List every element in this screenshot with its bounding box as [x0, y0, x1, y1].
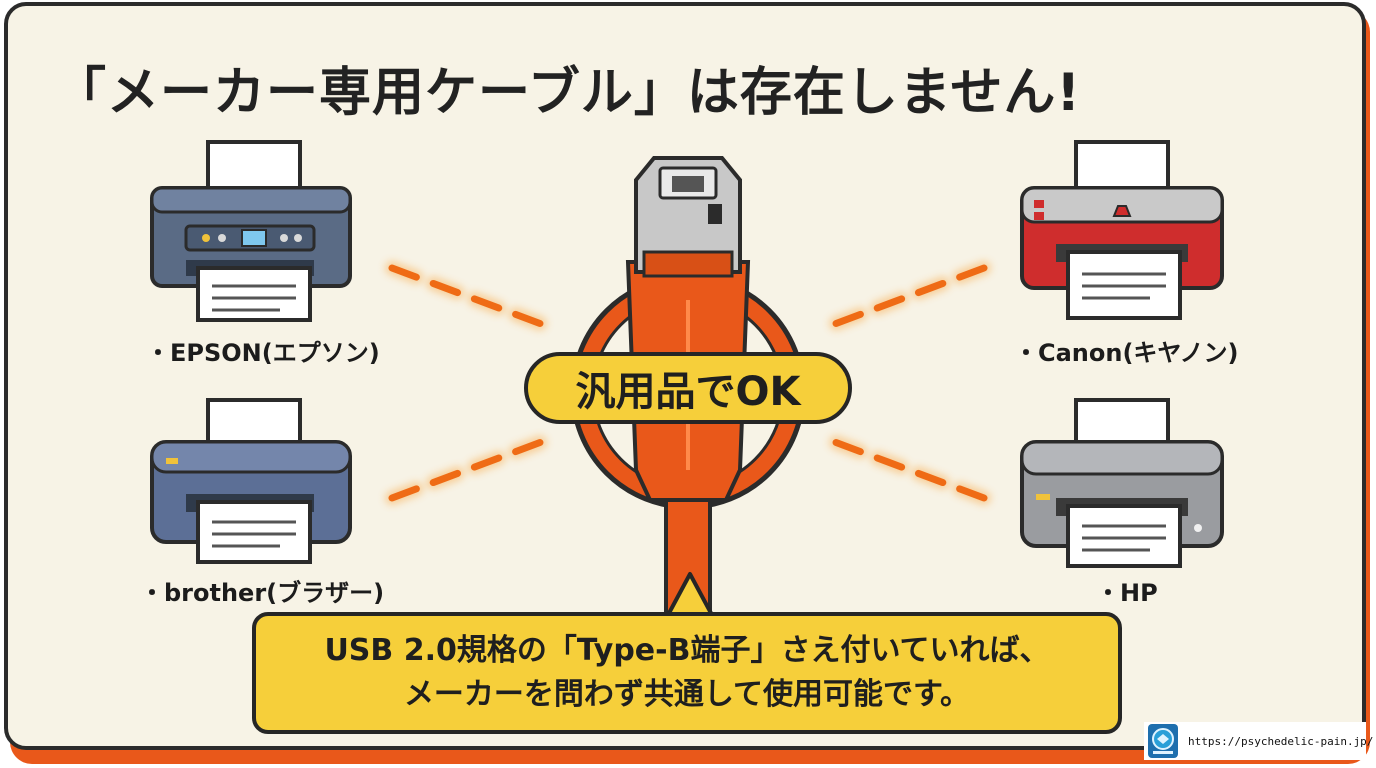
connector-lines	[385, 261, 991, 505]
canon-printer-icon	[1020, 140, 1224, 320]
hp-printer-icon	[1020, 398, 1224, 568]
label-brother: ・brother(ブラザー)	[140, 579, 385, 607]
connector-brother	[388, 434, 556, 502]
brother-printer-icon	[150, 398, 352, 564]
callout-line-2: メーカーを問わず共通して使用可能です。	[403, 677, 971, 712]
connector-canon	[820, 264, 988, 332]
epson-printer-icon	[150, 140, 352, 322]
explanation-callout: USB 2.0規格の「Type-B端子」さえ付いていれば、 メーカーを問わず共通…	[252, 612, 1122, 734]
label-hp: ・HP	[1096, 579, 1158, 607]
site-url[interactable]: https://psychedelic-pain.jp/	[1188, 734, 1374, 748]
callout-line-1: USB 2.0規格の「Type-B端子」さえ付いていれば、	[324, 633, 1050, 668]
center-badge: 汎用品でOK	[524, 352, 852, 424]
connector-epson	[388, 264, 556, 332]
label-canon: ・Canon(キヤノン)	[1014, 339, 1239, 367]
site-footer: https://psychedelic-pain.jp/	[1144, 722, 1373, 760]
site-logo-icon	[1148, 724, 1178, 758]
center-badge-text: 汎用品でOK	[575, 369, 801, 415]
page-title: 「メーカー専用ケーブル」は存在しません!	[54, 63, 1082, 123]
connector-hp	[820, 434, 988, 502]
label-epson: ・EPSON(エプソン)	[146, 339, 380, 367]
